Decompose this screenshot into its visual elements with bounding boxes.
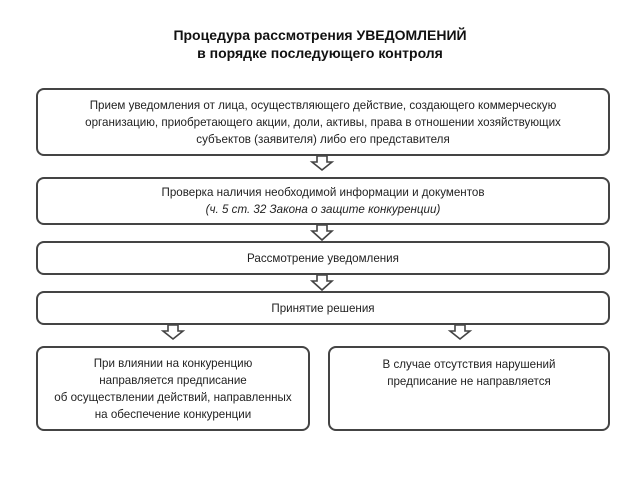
outcome-left-line-4: на обеспечение конкуренции: [94, 407, 252, 421]
arrow-decision-to-left-outcome: [160, 324, 186, 341]
outcome-left-line-2: направляется предписание: [99, 373, 247, 387]
step-receive-line-3: субъектов (заявителя) либо его представи…: [196, 132, 450, 146]
diagram-title: Процедура рассмотрения УВЕДОМЛЕНИЙ в пор…: [0, 26, 640, 62]
arrow-receive-to-check: [309, 155, 335, 172]
arrow-check-to-review: [309, 224, 335, 242]
diagram-title-line-2: в порядке последующего контроля: [197, 45, 443, 61]
step-receive-line-1: Прием уведомления от лица, осуществляюще…: [89, 98, 557, 112]
outcome-right-line-1: В случае отсутствия нарушений: [382, 358, 556, 371]
step-receive-notification: Прием уведомления от лица, осуществляюще…: [36, 88, 610, 156]
arrow-review-to-decision: [309, 274, 335, 292]
outcome-right-line-2: предписание не направляется: [387, 375, 551, 388]
step-check-law-reference: (ч. 5 ст. 32 Закона о защите конкуренции…: [205, 203, 441, 216]
step-review-notification: Рассмотрение уведомления: [36, 241, 610, 275]
step-check-documents: Проверка наличия необходимой информации …: [36, 177, 610, 225]
outcome-left-line-3: об осуществлении действий, направленных: [54, 390, 292, 404]
step-decision-label: Принятие решения: [271, 301, 375, 315]
step-review-label: Рассмотрение уведомления: [247, 251, 399, 265]
diagram-title-line-1: Процедура рассмотрения УВЕДОМЛЕНИЙ: [173, 27, 467, 43]
step-check-line-1: Проверка наличия необходимой информации …: [161, 186, 485, 199]
step-make-decision: Принятие решения: [36, 291, 610, 325]
arrow-decision-to-right-outcome: [447, 324, 473, 341]
step-receive-line-2: организацию, приобретающего акции, доли,…: [85, 115, 561, 129]
outcome-left-line-1: При влиянии на конкуренцию: [93, 356, 253, 370]
outcome-no-violations: В случае отсутствия нарушений предписани…: [328, 346, 610, 431]
outcome-competition-impact: При влиянии на конкуренцию направляется …: [36, 346, 310, 431]
